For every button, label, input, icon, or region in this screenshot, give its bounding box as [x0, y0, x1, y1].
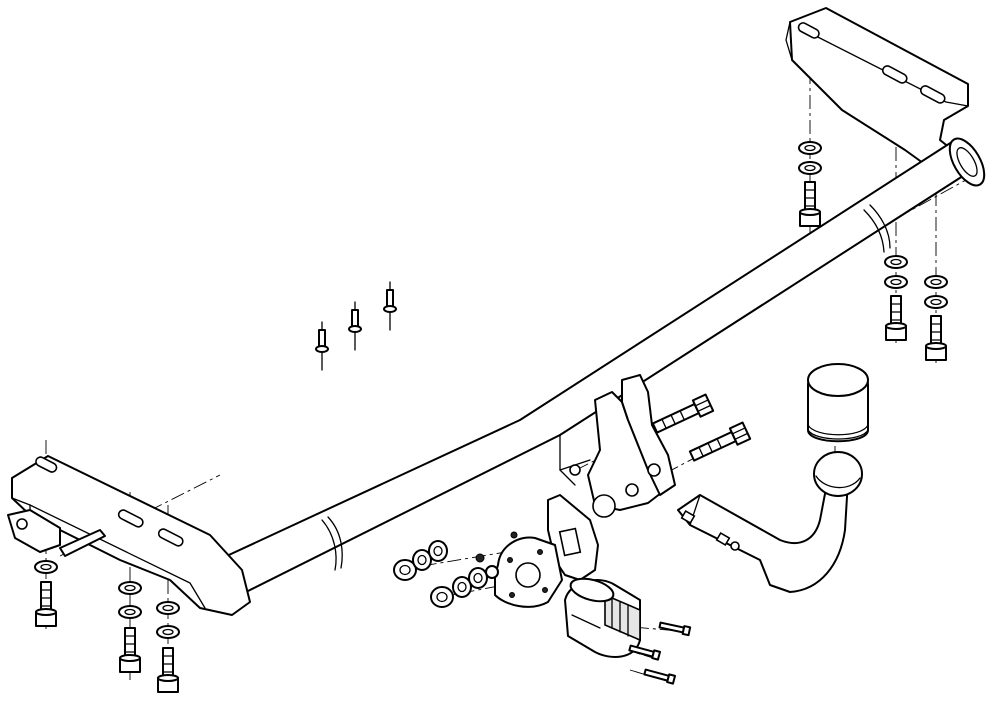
tow-ball-neck: [677, 451, 863, 593]
hex-bolt: [688, 421, 752, 462]
right-bolt-stacks: [798, 141, 948, 361]
washer: [412, 549, 432, 571]
electrical-socket: [564, 577, 641, 658]
right-mounting-bracket: [785, 7, 969, 169]
rivets: [315, 281, 397, 371]
washer: [118, 581, 142, 595]
hex-nut: [485, 565, 499, 579]
center-hitch-plate: [559, 374, 676, 518]
screw: [628, 644, 662, 661]
washer: [798, 141, 822, 155]
hex-bolt: [885, 295, 907, 341]
washer: [798, 161, 822, 175]
socket-screws: [628, 621, 692, 685]
washer: [118, 605, 142, 619]
tow-ball-cap: [807, 363, 869, 443]
washer: [452, 576, 472, 598]
rivet: [315, 321, 329, 371]
left-bolt-stacks: [34, 560, 180, 693]
hex-bolt: [119, 627, 141, 673]
washer: [924, 295, 948, 309]
rivet: [348, 301, 362, 351]
washer: [924, 275, 948, 289]
hex-nut: [430, 586, 454, 608]
socket-hardware: [393, 540, 499, 608]
washer: [468, 567, 488, 589]
screw: [658, 621, 692, 637]
washer: [884, 275, 908, 289]
hex-bolt: [35, 581, 57, 627]
washer: [428, 540, 448, 562]
washer: [156, 601, 180, 615]
left-mounting-bracket: [7, 455, 251, 616]
hex-nut: [393, 559, 417, 581]
washer: [156, 625, 180, 639]
hex-bolt: [157, 647, 179, 693]
screw: [643, 668, 677, 685]
washer: [884, 255, 908, 269]
hex-bolt: [925, 315, 947, 361]
washer: [34, 560, 58, 574]
rivet: [383, 281, 397, 331]
crossbar-tube: [217, 137, 986, 596]
hex-bolt: [651, 393, 715, 434]
socket-mounting-plate: [475, 494, 599, 608]
hex-bolt: [799, 181, 821, 227]
hitch-bolts: [651, 393, 752, 462]
